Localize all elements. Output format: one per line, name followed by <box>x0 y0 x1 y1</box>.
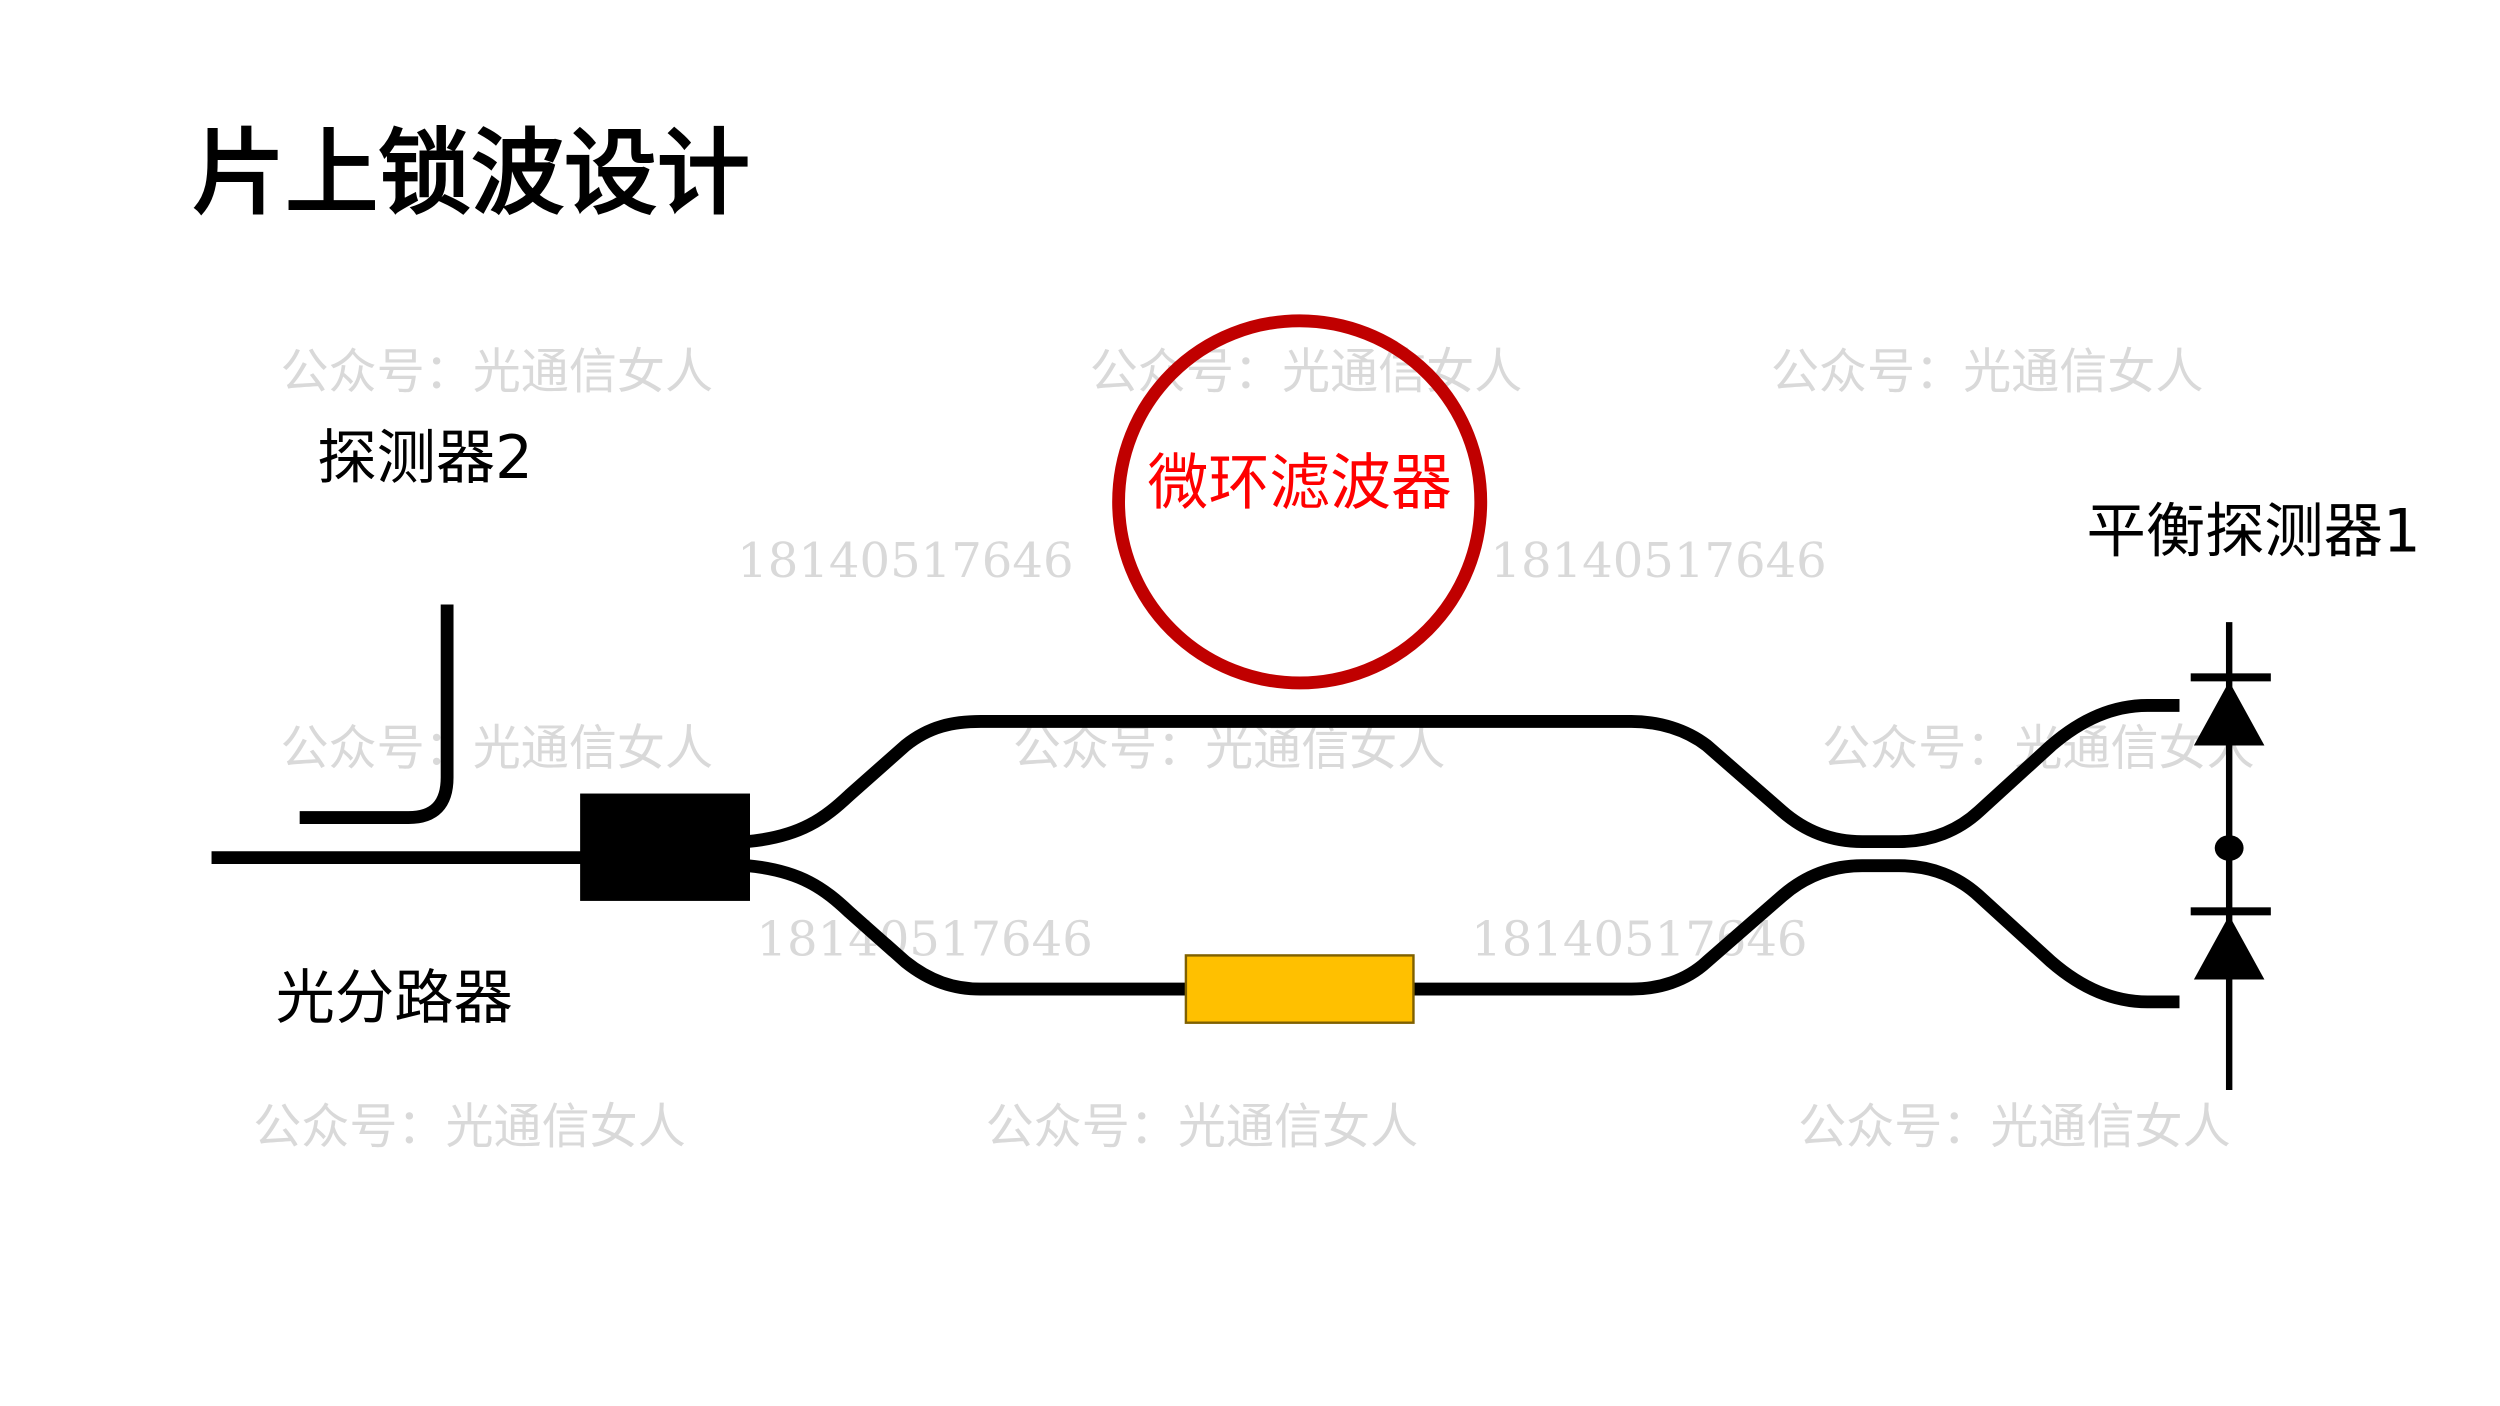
watermarks: 公众号：光通信女人 公众号：光通信女人 公众号：光通信女人 公众号：光通信女人 … <box>253 344 2254 1155</box>
detector2-waveguide <box>299 604 454 824</box>
watermark: 公众号：光通信女人 <box>280 344 713 400</box>
splitter-block <box>580 793 750 901</box>
watermark-phone: 18140517646 <box>756 911 1092 967</box>
upper-arm-waveguide <box>746 698 2180 849</box>
page-title: 片上锁波设计 <box>192 119 750 227</box>
microring-label: 微环滤波器 <box>1147 447 1451 518</box>
balanced-detector-label: 平衡探测器1 <box>2087 497 2421 566</box>
watermark: 公众号：光通信女人 <box>1013 721 1446 777</box>
balanced-detector <box>2190 622 2271 1091</box>
splitter-label: 光分路器 <box>276 963 513 1032</box>
photodiode-top-icon <box>2193 681 2265 746</box>
photodiode-bar-bottom <box>2190 907 2271 916</box>
watermark-phone: 18140517646 <box>737 533 1073 589</box>
detector2-label: 探测器2 <box>317 423 533 492</box>
phase-shifter <box>1184 954 1415 1024</box>
junction-dot <box>2214 835 2244 861</box>
watermark: 公众号：光通信女人 <box>280 721 713 777</box>
photodiode-bottom-icon <box>2193 915 2265 980</box>
watermark: 公众号：光通信女人 <box>1798 1099 2231 1155</box>
watermark: 公众号：光通信女人 <box>986 1099 1419 1155</box>
lower-arm-waveguide <box>746 859 2180 1009</box>
watermark: 公众号：光通信女人 <box>253 1099 686 1155</box>
microring <box>1112 314 1488 690</box>
photodiode-bar-top <box>2190 673 2271 682</box>
watermark-phone: 18140517646 <box>1490 533 1826 589</box>
watermark: 公众号：光通信女人 <box>1771 344 2204 400</box>
